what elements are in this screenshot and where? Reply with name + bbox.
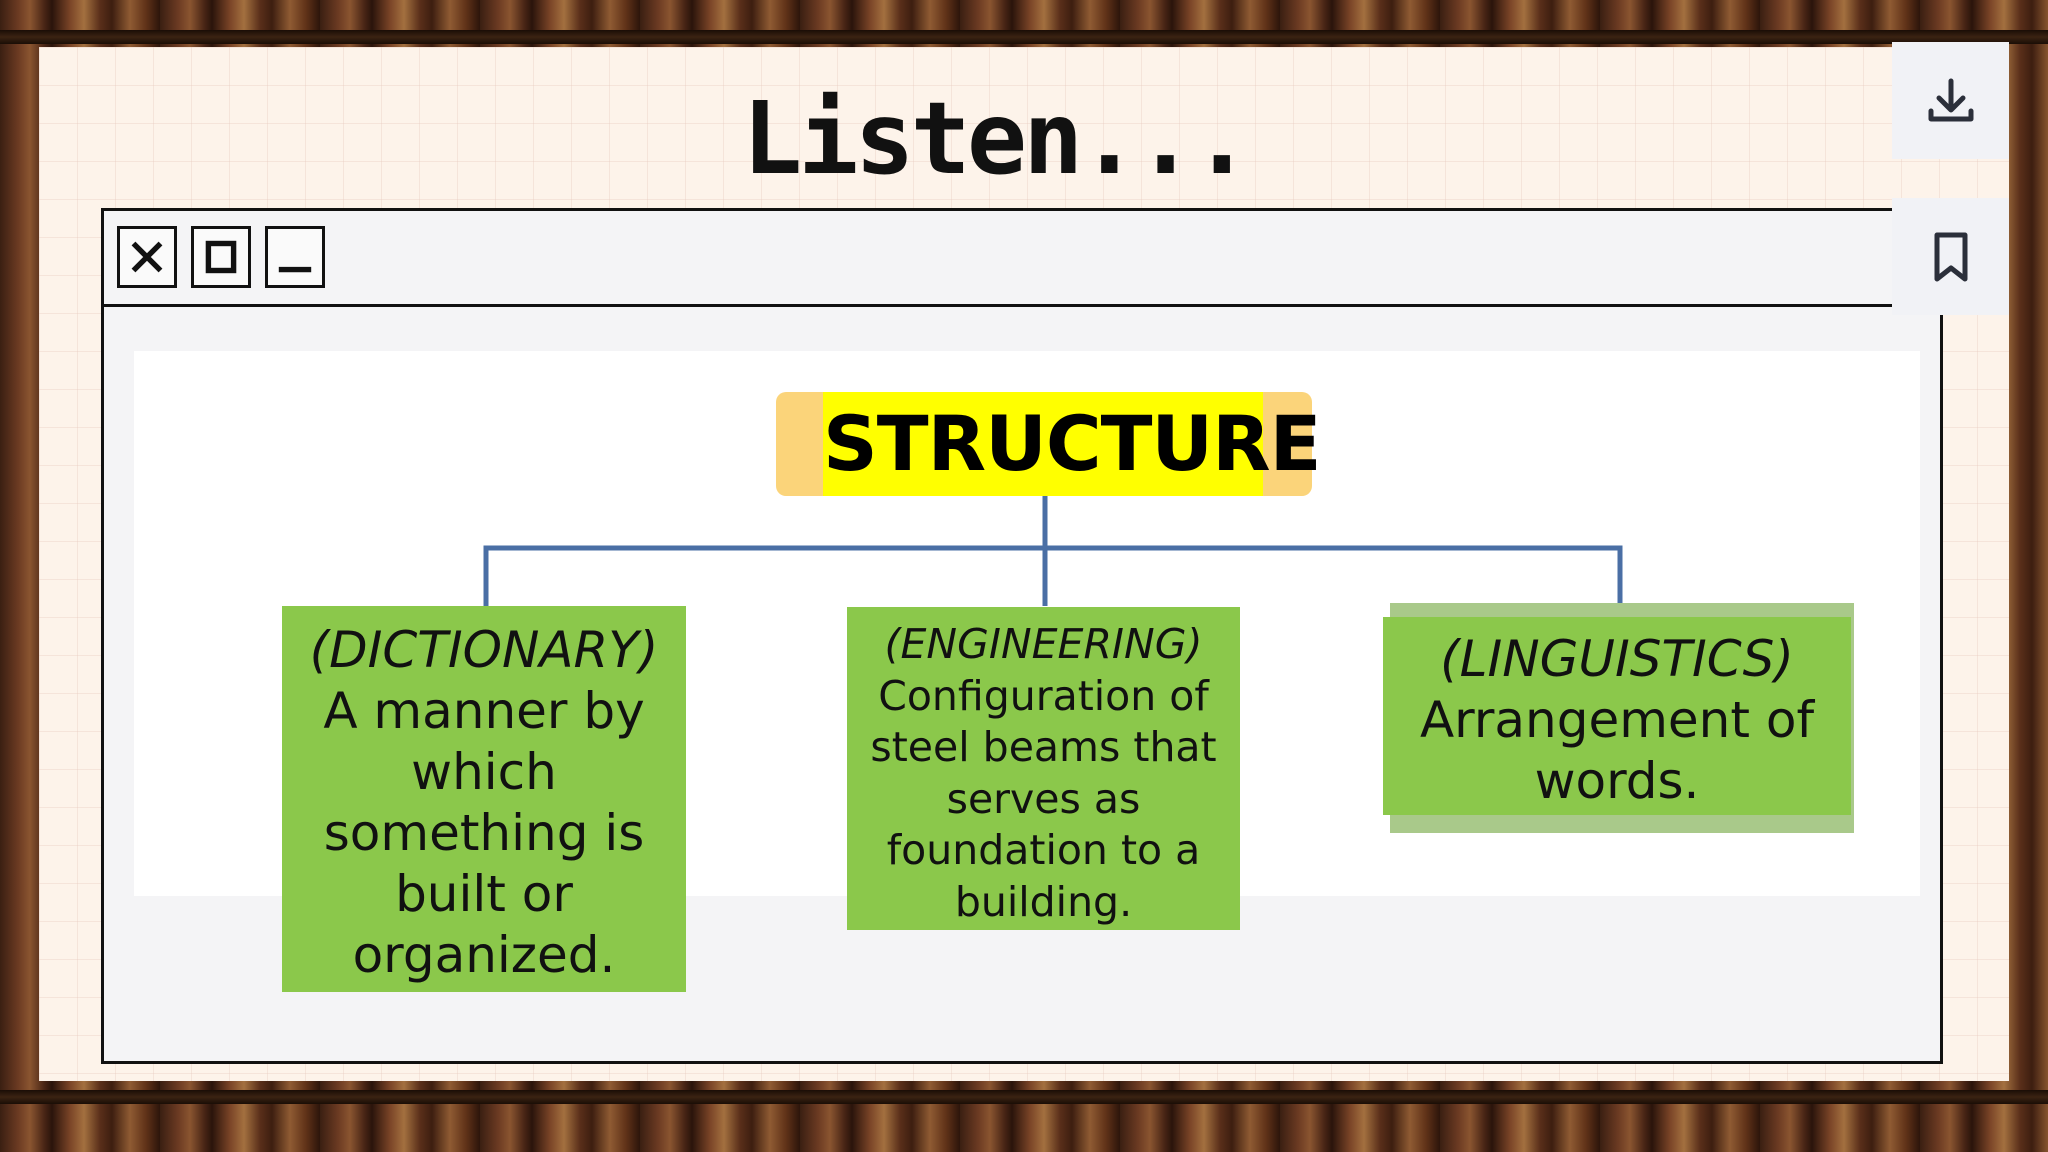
node-dictionary: (DICTIONARY) A manner by which something… [282,606,686,992]
window-title-bar [104,211,1940,307]
node-engineering: (ENGINEERING) Configuration of steel bea… [847,607,1240,930]
minimize-icon[interactable] [265,226,325,288]
shelf-edge-top [0,30,2048,44]
node-text: A manner by which something is built or … [323,682,645,984]
node-tag: (DICTIONARY) [309,621,659,679]
bookmark-button[interactable] [1892,198,2009,315]
close-icon[interactable] [117,226,177,288]
shelf-edge-bottom [0,1090,2048,1104]
download-button[interactable] [1892,42,2009,159]
connector-horizontal [483,545,1623,606]
root-node-label: STRUCTURE [823,392,1322,496]
bookmark-icon [1934,232,1967,281]
download-icon [1928,78,1973,121]
node-linguistics: (LINGUISTICS) Arrangement of words. [1383,617,1851,815]
node-tag: (ENGINEERING) [884,620,1203,668]
node-text: Arrangement of words. [1419,691,1815,810]
maximize-icon[interactable] [191,226,251,288]
node-text: Configuration of steel beams that serves… [870,671,1217,926]
slide-title: Listen... [742,80,1252,197]
node-tag: (LINGUISTICS) [1440,630,1794,688]
